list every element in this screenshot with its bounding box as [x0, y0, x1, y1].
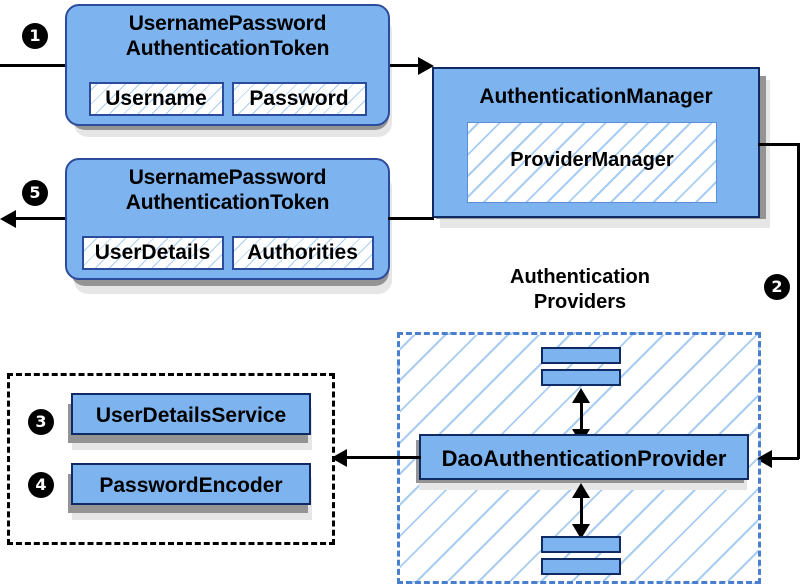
- dao-authentication-provider-box[interactable]: DaoAuthenticationProvider: [419, 434, 749, 480]
- provider-placeholder-bar-top-2: [541, 369, 621, 386]
- request-token-slots: Username Password: [67, 82, 388, 116]
- provider-placeholder-bar-bottom-1: [541, 536, 621, 553]
- provider-link-line-bottom: [580, 488, 583, 531]
- manager-to-provider-line-bottom: [770, 457, 799, 460]
- provider-link-arrowhead-up-top: [572, 388, 590, 403]
- badge-2: 2: [764, 274, 790, 300]
- badge-4: 4: [28, 472, 54, 498]
- providers-group-title-line1: Authentication: [510, 266, 650, 288]
- response-token-title-line2: AuthenticationToken: [125, 191, 330, 214]
- request-token-slot-password[interactable]: Password: [231, 82, 367, 116]
- provider-link-arrowhead-down-bottom: [572, 524, 590, 539]
- provider-to-services-arrowhead: [331, 449, 347, 467]
- user-details-service-label: UserDetailsService: [95, 404, 287, 427]
- request-token-slot-username[interactable]: Username: [88, 82, 224, 116]
- response-outgoing-arrowhead: [0, 210, 16, 228]
- providers-group-title-line2: Providers: [533, 291, 627, 313]
- badge-3: 3: [28, 409, 54, 435]
- password-encoder-label: PasswordEncoder: [99, 474, 283, 497]
- provider-placeholder-bar-bottom-2: [541, 558, 621, 575]
- badge-5: 5: [22, 180, 48, 206]
- request-token-title-line1: UsernamePassword: [128, 12, 327, 35]
- manager-to-provider-line-vertical: [797, 143, 800, 459]
- dao-authentication-provider-label: DaoAuthenticationProvider: [441, 446, 727, 471]
- token-to-manager-arrowhead: [418, 57, 434, 75]
- badge-1: 1: [22, 23, 48, 49]
- request-token-box[interactable]: UsernamePassword AuthenticationToken Use…: [65, 4, 390, 126]
- request-token-title-line2: AuthenticationToken: [125, 37, 330, 60]
- manager-to-response-token-line: [388, 217, 434, 220]
- providers-group-title: Authentication Providers: [470, 265, 690, 315]
- provider-link-arrowhead-up-bottom: [572, 483, 590, 498]
- provider-to-services-line: [345, 456, 421, 459]
- response-token-slot-userdetails[interactable]: UserDetails: [81, 236, 224, 270]
- provider-link-line-top: [580, 393, 583, 436]
- response-token-slot-authorities[interactable]: Authorities: [231, 236, 374, 270]
- manager-to-provider-line-top: [758, 143, 800, 146]
- provider-manager-label: ProviderManager: [510, 149, 674, 171]
- provider-manager-panel[interactable]: ProviderManager: [467, 122, 717, 203]
- response-token-slots: UserDetails Authorities: [67, 236, 388, 270]
- authentication-manager-label: AuthenticationManager: [479, 85, 713, 108]
- response-token-box[interactable]: UsernamePassword AuthenticationToken Use…: [65, 158, 390, 280]
- password-encoder-box[interactable]: PasswordEncoder: [71, 463, 311, 505]
- user-details-service-box[interactable]: UserDetailsService: [71, 393, 311, 435]
- token-to-manager-line: [390, 64, 422, 67]
- response-outgoing-line: [12, 217, 80, 220]
- incoming-request-line: [0, 64, 75, 67]
- authentication-manager-box[interactable]: AuthenticationManager ProviderManager: [432, 67, 760, 218]
- provider-placeholder-bar-top-1: [541, 347, 621, 364]
- response-token-title-line1: UsernamePassword: [128, 166, 327, 189]
